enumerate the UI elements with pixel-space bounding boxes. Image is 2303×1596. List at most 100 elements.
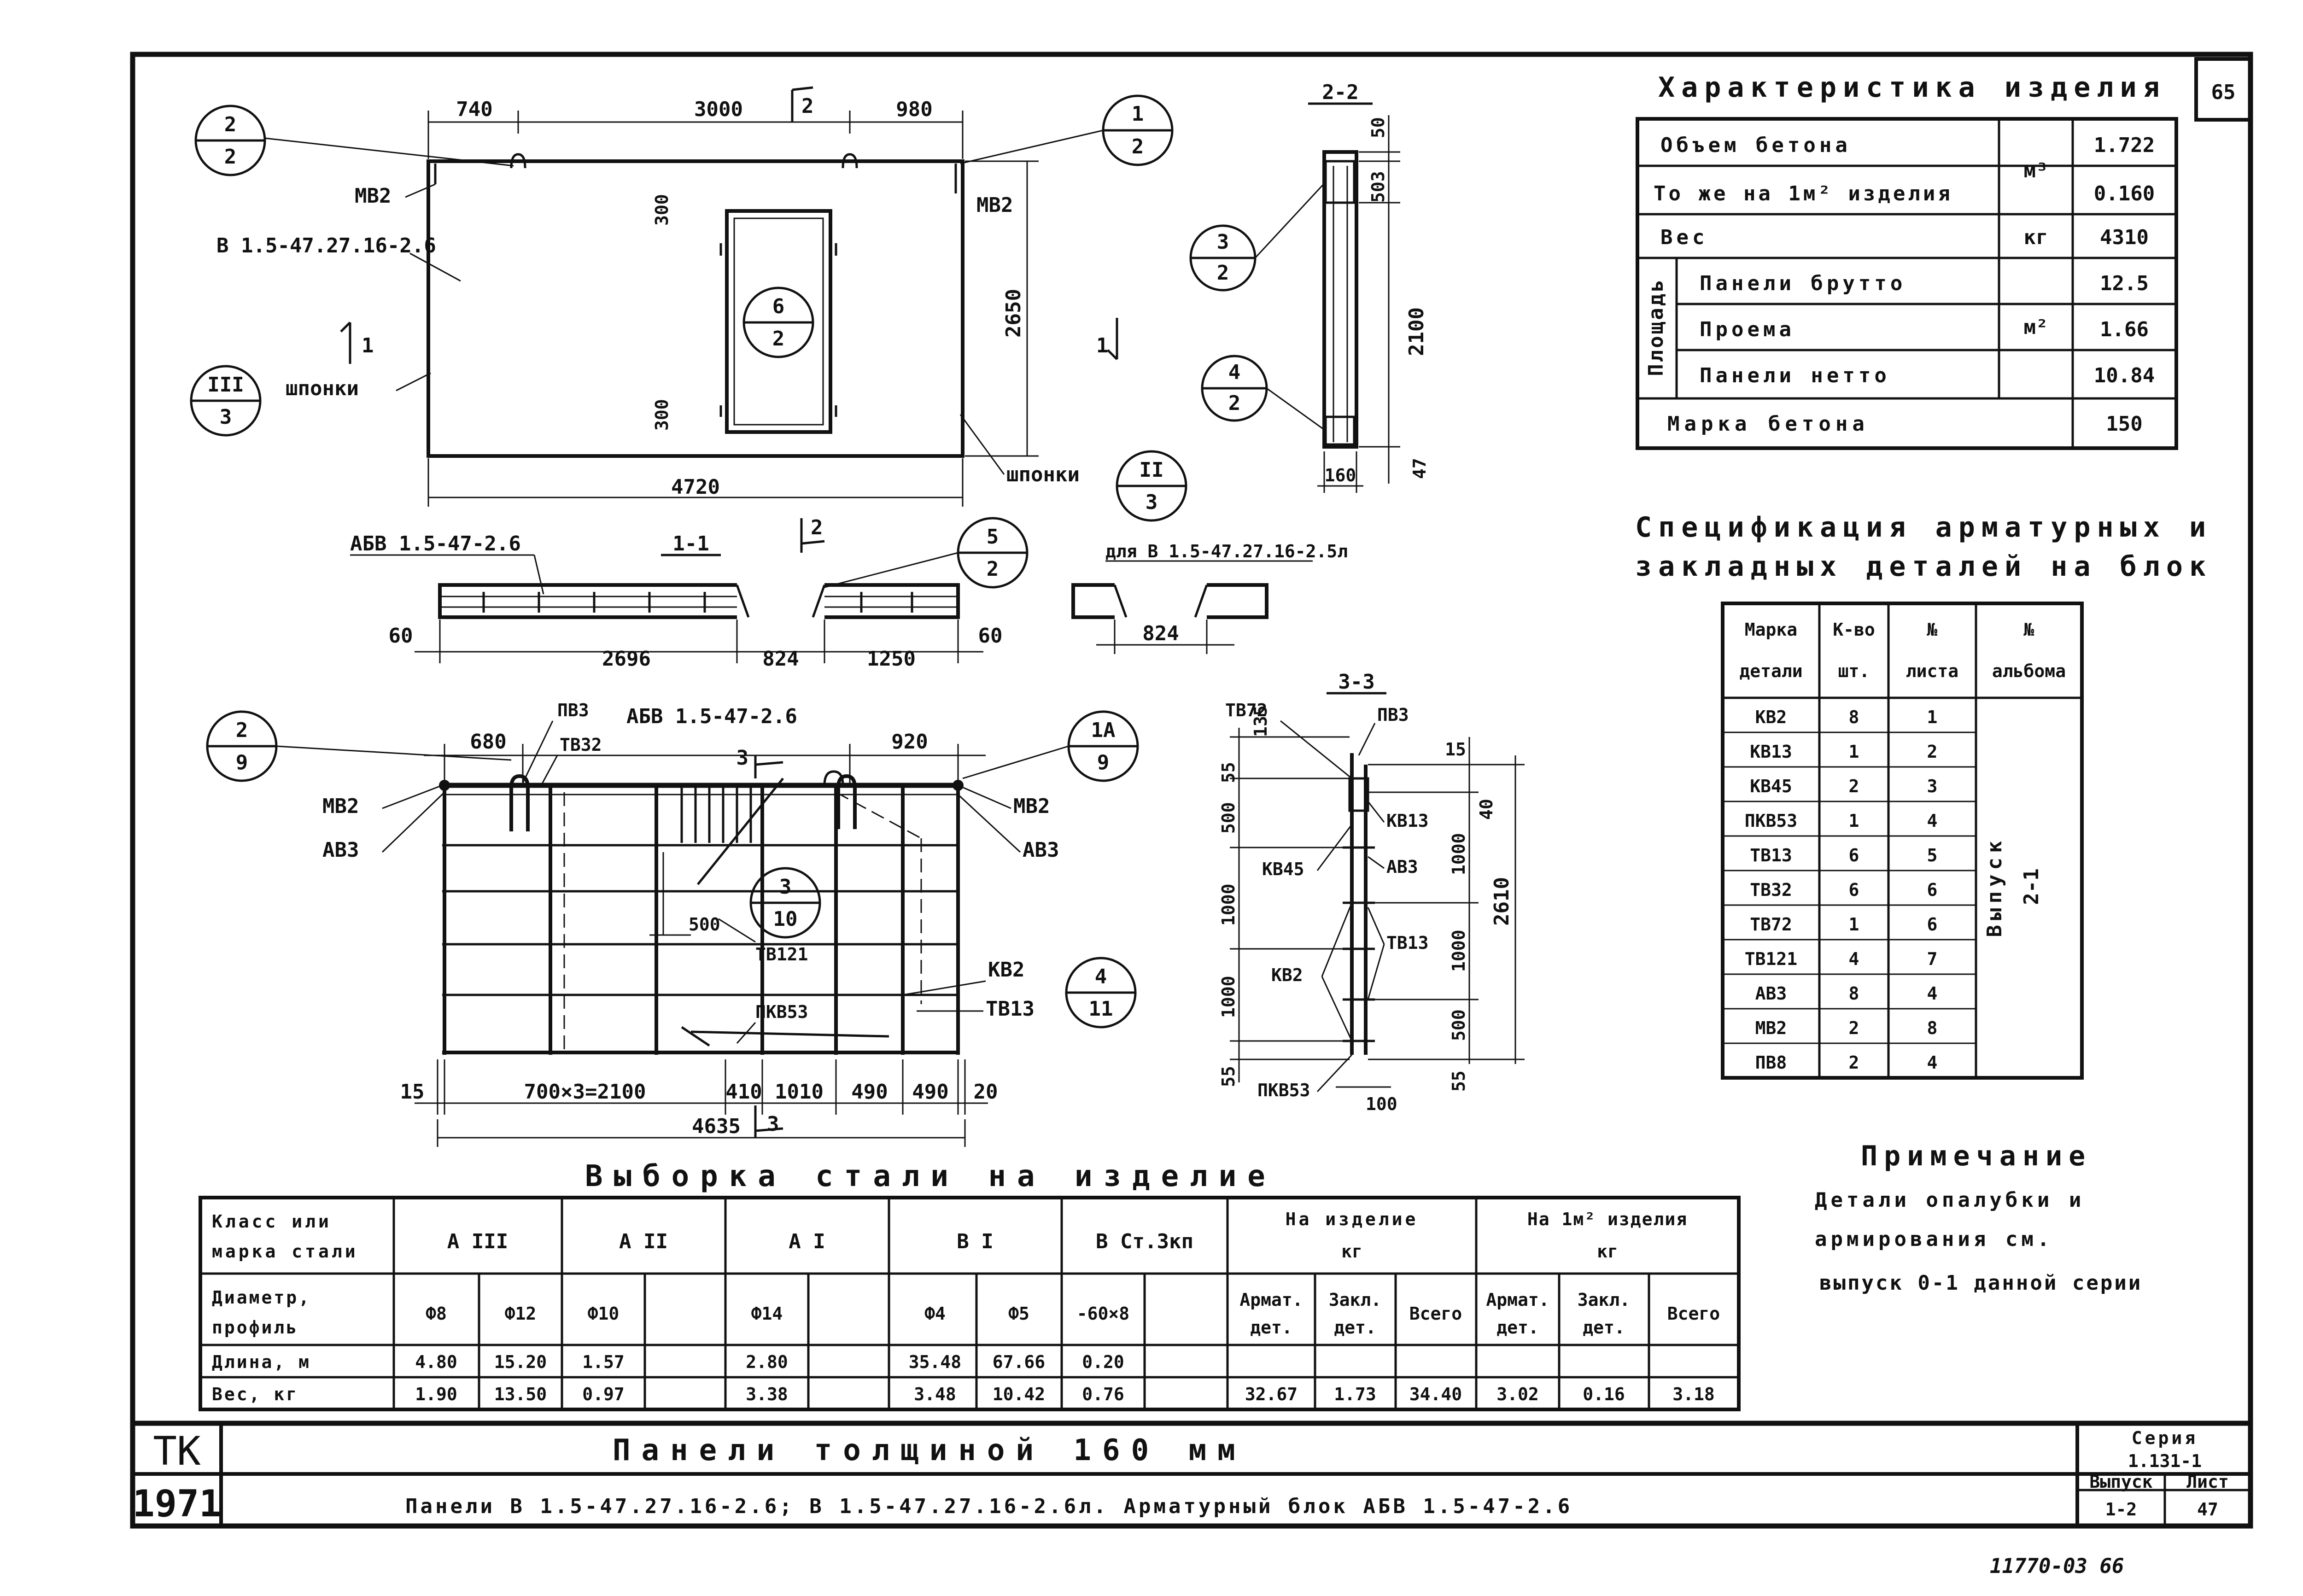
svg-text:В Ст.3кп: В Ст.3кп (1096, 1230, 1193, 1253)
callout-II-3: II 3 (1116, 450, 1187, 522)
svg-text:3.18: 3.18 (1672, 1384, 1715, 1404)
characteristics-title: Характеристика изделия (1658, 71, 2166, 104)
svg-text:II: II (1140, 458, 1164, 482)
spec-cell: ПКВ53 (1745, 811, 1797, 831)
svg-text:3: 3 (736, 746, 749, 770)
steel-cell-weights: 3.48 (914, 1384, 956, 1404)
svg-text:дет.: дет. (1583, 1317, 1625, 1338)
svg-text:4635: 4635 (692, 1115, 741, 1138)
cage-title: АБВ 1.5-47-2.6 (626, 705, 797, 728)
callout-1-2: 1 2 (960, 94, 1174, 166)
svg-text:ТВ13: ТВ13 (1386, 933, 1429, 953)
svg-text:ПВ3: ПВ3 (1377, 705, 1409, 725)
spec-cell: ТВ121 (1745, 949, 1797, 969)
svg-text:3: 3 (779, 875, 792, 899)
steel-cell-weights: 13.50 (494, 1384, 547, 1404)
callout-4-11: 4 11 (1065, 957, 1137, 1029)
svg-text:№: № (2023, 620, 2034, 640)
svg-text:В I: В I (957, 1230, 993, 1253)
svg-text:дет.: дет. (1334, 1317, 1376, 1338)
spec-cell: 8 (1849, 983, 1859, 1004)
org-code: ТК (153, 1428, 201, 1474)
svg-text:шпонки: шпонки (1006, 463, 1080, 486)
steel-cell-weights: 1.90 (415, 1384, 457, 1404)
svg-text:1.131-1: 1.131-1 (2128, 1451, 2202, 1471)
svg-text:Примечание: Примечание (1861, 1140, 2092, 1172)
svg-text:кг: кг (1597, 1241, 1618, 1262)
svg-text:выпуск 0-1 данной серии: выпуск 0-1 данной серии (1819, 1271, 2142, 1295)
spec-cell: 1 (1849, 742, 1859, 762)
svg-text:1000: 1000 (1218, 883, 1239, 926)
steel-cell-lengths: 0.20 (1082, 1352, 1124, 1372)
spec-cell: КВ13 (1750, 742, 1792, 762)
svg-text:2: 2 (1217, 261, 1229, 285)
svg-text:3: 3 (767, 1112, 779, 1136)
svg-text:МВ2: МВ2 (976, 193, 1013, 217)
title-line-1: Панели толщиной 160 мм (613, 1433, 1246, 1467)
spec-cell: 4 (1849, 949, 1859, 969)
svg-text:47: 47 (2197, 1499, 2218, 1520)
steel-cell-weights: 0.76 (1082, 1384, 1124, 1404)
svg-text:2: 2 (224, 145, 237, 169)
svg-text:АВ3: АВ3 (1386, 857, 1418, 877)
spec-cell: 8 (1927, 1018, 1938, 1038)
svg-text:Класс или: Класс или (212, 1211, 332, 1232)
steel-cell-diameters: Ф14 (751, 1304, 783, 1324)
svg-text:альбома: альбома (1992, 661, 2066, 681)
svg-text:55: 55 (1449, 1070, 1469, 1092)
svg-text:740: 740 (456, 98, 492, 121)
steel-cell-lengths: 1.57 (582, 1352, 625, 1372)
svg-text:Проема: Проема (1700, 318, 1795, 341)
svg-text:32.67: 32.67 (1245, 1384, 1298, 1404)
svg-text:Закл.: Закл. (1578, 1290, 1630, 1310)
svg-text:5: 5 (987, 525, 999, 549)
svg-text:м²: м² (2024, 316, 2048, 339)
spec-cell: 4 (1927, 811, 1938, 831)
spec-cell: 4 (1927, 1052, 1938, 1073)
specification-table: Спецификация арматурных и закладных дета… (1635, 511, 2212, 1080)
svg-text:МВ2: МВ2 (355, 184, 391, 208)
svg-text:А II: А II (619, 1230, 668, 1253)
svg-text:Панели брутто: Панели брутто (1700, 272, 1906, 295)
svg-text:Диаметр,: Диаметр, (212, 1287, 311, 1308)
callout-5-2: 5 2 (824, 517, 1029, 589)
callout-6-2: 6 2 (742, 286, 814, 358)
svg-text:1А: 1А (1091, 719, 1116, 742)
spec-cell: 1 (1849, 914, 1859, 935)
callout-1A-9: 1А 9 (962, 710, 1139, 782)
spec-cell: АВ3 (1755, 983, 1787, 1004)
svg-text:10: 10 (773, 907, 798, 931)
svg-text:9: 9 (1097, 751, 1110, 774)
svg-text:824: 824 (762, 647, 799, 671)
callout-2-2: 2 2 (194, 105, 514, 176)
svg-text:1000: 1000 (1218, 976, 1239, 1018)
steel-cell-lengths: 4.80 (415, 1352, 457, 1372)
svg-text:КВ45: КВ45 (1262, 859, 1304, 879)
steel-cell-diameters: Ф5 (1008, 1304, 1029, 1324)
spec-cell: 2 (1849, 1052, 1859, 1073)
svg-text:Всего: Всего (1409, 1304, 1462, 1324)
svg-text:4720: 4720 (671, 475, 720, 499)
svg-text:закладных деталей на блок: закладных деталей на блок (1635, 550, 2212, 583)
svg-text:Армат.: Армат. (1239, 1290, 1303, 1310)
callout-III-3: III 3 (190, 365, 262, 437)
svg-text:1000: 1000 (1449, 833, 1469, 875)
svg-text:300: 300 (652, 194, 672, 226)
svg-text:ТВ32: ТВ32 (560, 735, 602, 755)
svg-text:1-2: 1-2 (2105, 1499, 2137, 1520)
svg-text:детали: детали (1739, 661, 1802, 681)
svg-text:1.722: 1.722 (2094, 134, 2155, 157)
callout-3-2: 3 2 (1189, 181, 1327, 292)
svg-text:армирования см.: армирования см. (1815, 1228, 2053, 1251)
svg-text:для В 1.5-47.27.16-2.5л: для В 1.5-47.27.16-2.5л (1105, 541, 1348, 561)
svg-text:листа: листа (1906, 661, 1958, 681)
svg-text:6: 6 (772, 295, 785, 318)
svg-text:2-2: 2-2 (1322, 81, 1358, 104)
spec-cell: 7 (1927, 949, 1938, 969)
svg-text:55: 55 (1218, 762, 1239, 783)
steel-cell-lengths: 35.48 (909, 1352, 961, 1372)
svg-text:ПКВ53: ПКВ53 (1257, 1080, 1310, 1100)
svg-text:10.84: 10.84 (2094, 364, 2155, 387)
svg-text:300: 300 (652, 399, 672, 431)
svg-text:На 1м² изделия: На 1м² изделия (1527, 1209, 1688, 1229)
